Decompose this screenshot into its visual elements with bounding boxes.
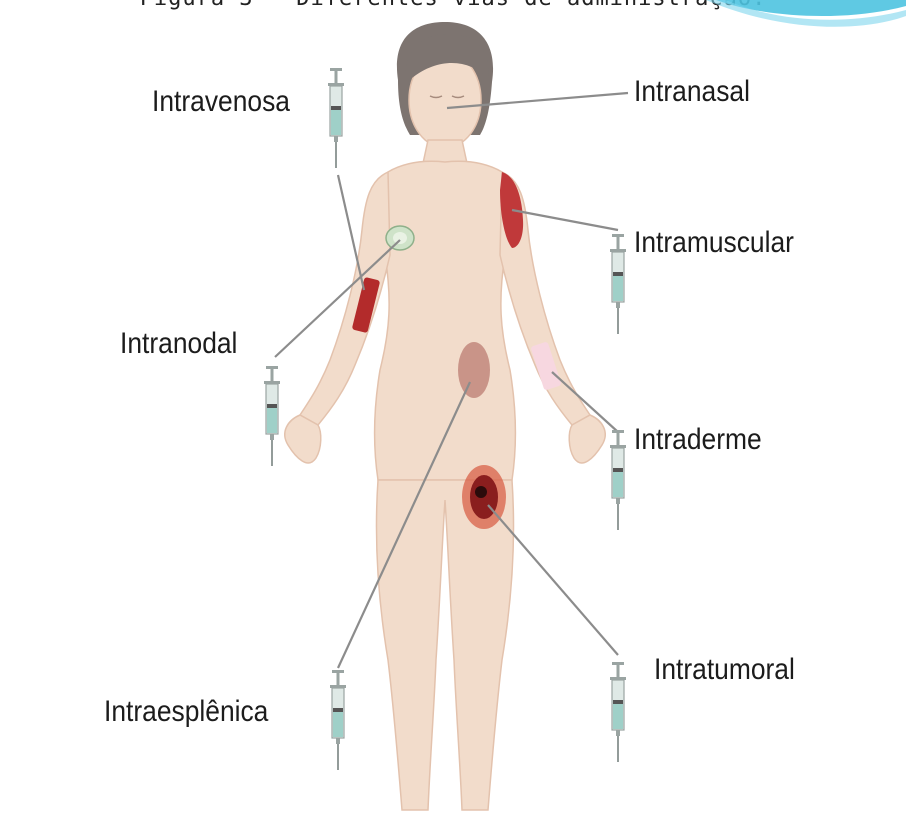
syringe-icon <box>610 430 626 530</box>
label-intraesplenica: Intraesplênica <box>104 695 268 729</box>
label-intranasal: Intranasal <box>634 75 750 109</box>
label-intranodal: Intranodal <box>120 327 237 361</box>
syringe-icon <box>330 670 346 770</box>
label-intramuscular: Intramuscular <box>634 226 794 260</box>
syringe-icon <box>610 662 626 762</box>
label-intratumoral: Intratumoral <box>654 653 795 687</box>
label-intravenosa: Intravenosa <box>152 85 290 119</box>
syringe-icon <box>610 234 626 334</box>
syringe-icon <box>328 68 344 168</box>
spleen-region <box>458 342 490 398</box>
syringe-icon <box>264 366 280 466</box>
lymph-node-region <box>386 226 414 250</box>
label-intraderme: Intraderme <box>634 423 762 457</box>
